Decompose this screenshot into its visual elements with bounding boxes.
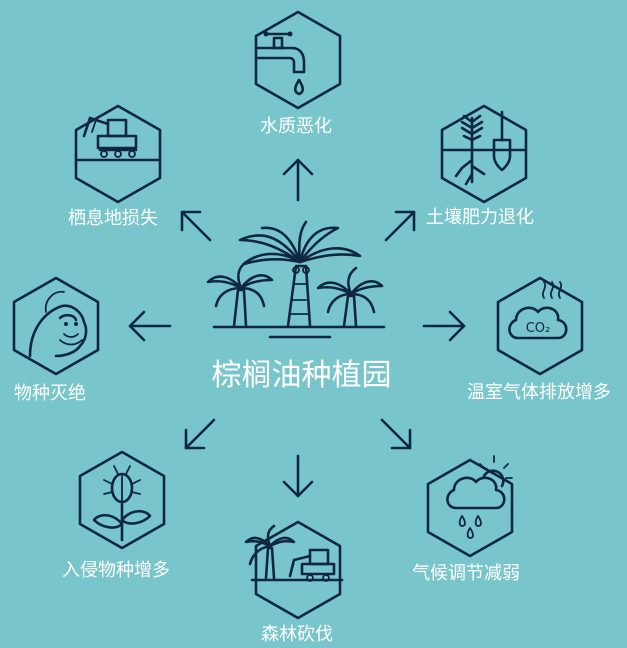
arrow-right xyxy=(422,310,466,342)
arrow-down xyxy=(282,454,314,498)
excavator-icon xyxy=(74,104,162,204)
arrow-down-left xyxy=(184,418,216,450)
arrow-up-left xyxy=(180,210,212,242)
orangutan-icon xyxy=(12,276,100,376)
label-ghg-emissions: 温室气体排放增多 xyxy=(467,382,611,403)
label-soil-fertility: 土壤肥力退化 xyxy=(426,207,534,228)
center-title: 棕榈油种植园 xyxy=(211,358,392,393)
co2-text: CO₂ xyxy=(526,321,551,336)
label-climate-regulation: 气候调节减弱 xyxy=(412,563,520,584)
label-deforestation: 森林砍伐 xyxy=(261,624,333,645)
beetle-plant-icon xyxy=(78,450,166,550)
bulldozer-palm-icon xyxy=(244,520,344,620)
co2-cloud-icon: CO₂ xyxy=(496,276,584,376)
arrow-down-right xyxy=(380,418,412,450)
label-water-quality: 水质恶化 xyxy=(260,116,332,137)
arrow-left xyxy=(128,310,172,342)
palm-trees-icon xyxy=(206,220,386,339)
arrow-up xyxy=(282,158,314,202)
plant-shovel-icon xyxy=(440,104,528,204)
water-tap-icon xyxy=(254,10,342,110)
label-invasive-species: 入侵物种增多 xyxy=(62,560,170,581)
arrow-up-right xyxy=(384,210,416,242)
label-habitat-loss: 栖息地损失 xyxy=(68,208,158,229)
sun-cloud-rain-icon xyxy=(426,455,514,558)
label-species-extinction: 物种灭绝 xyxy=(14,383,86,404)
